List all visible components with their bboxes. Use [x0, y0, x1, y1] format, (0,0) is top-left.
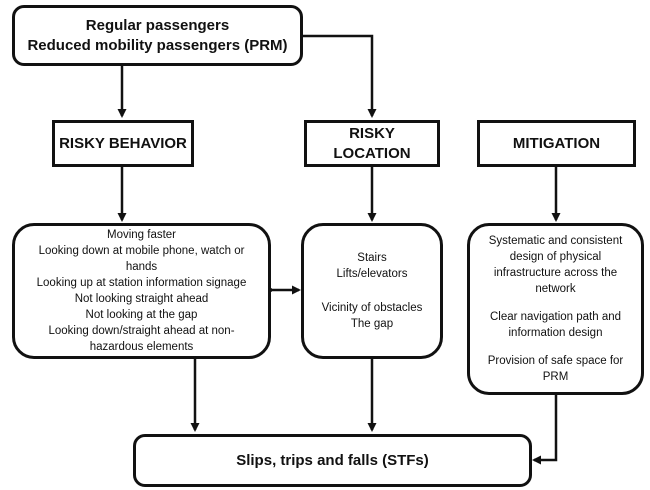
mitigation-item: network — [535, 283, 576, 295]
mitigation-item: design of physical — [509, 251, 602, 263]
mitigation-item: infrastructure across the — [493, 267, 618, 279]
risky-location-title-line1: RISKY — [349, 124, 395, 142]
passengers-line1: Regular passengers — [85, 16, 230, 34]
risky-location-title-line2: LOCATION — [333, 144, 411, 162]
behavior-item: hazardous elements — [89, 341, 194, 353]
mitigation-item: Clear navigation path and — [489, 311, 622, 323]
location-item: Lifts/elevators — [336, 268, 408, 280]
mitigation-item: Systematic and consistent — [488, 235, 623, 247]
outcome-title: Slips, trips and falls (STFs) — [236, 451, 429, 469]
behavior-item: Not looking at the gap — [85, 309, 198, 321]
passengers-line2: Reduced mobility passengers (PRM) — [27, 36, 288, 54]
behavior-item: Moving faster — [106, 229, 177, 241]
mitigation-item: PRM — [542, 371, 569, 383]
mitigation-title: MITIGATION — [512, 134, 601, 152]
passengers-box: Regular passengers Reduced mobility pass… — [12, 5, 303, 66]
behavior-item: Not looking straight ahead — [74, 293, 209, 305]
behavior-item: Looking down/straight ahead at non- — [48, 325, 235, 337]
risky-behavior-title: RISKY BEHAVIOR — [59, 134, 187, 152]
outcome-box: Slips, trips and falls (STFs) — [133, 434, 532, 487]
location-item: Stairs — [357, 252, 387, 264]
mitigation-detail: Systematic and consistent design of phys… — [467, 223, 644, 395]
behavior-item: Looking up at station information signag… — [36, 277, 247, 289]
risky-location-header: RISKY LOCATION — [304, 120, 440, 167]
risky-location-detail: Stairs Lifts/elevators Vicinity of obsta… — [301, 223, 443, 359]
arrow-mitigation-to-stf — [532, 395, 558, 465]
mitigation-item: Provision of safe space for — [487, 355, 624, 367]
location-item: Vicinity of obstacles — [321, 302, 423, 314]
arrow-passengers-to-location — [302, 34, 377, 118]
mitigation-header: MITIGATION — [477, 120, 636, 167]
risky-behavior-detail: Moving faster Looking down at mobile pho… — [12, 223, 271, 359]
mitigation-item: information design — [508, 327, 603, 339]
risky-behavior-header: RISKY BEHAVIOR — [52, 120, 194, 167]
location-item: The gap — [350, 318, 394, 330]
behavior-item: Looking down at mobile phone, watch or — [38, 245, 245, 257]
behavior-item: hands — [125, 261, 158, 273]
